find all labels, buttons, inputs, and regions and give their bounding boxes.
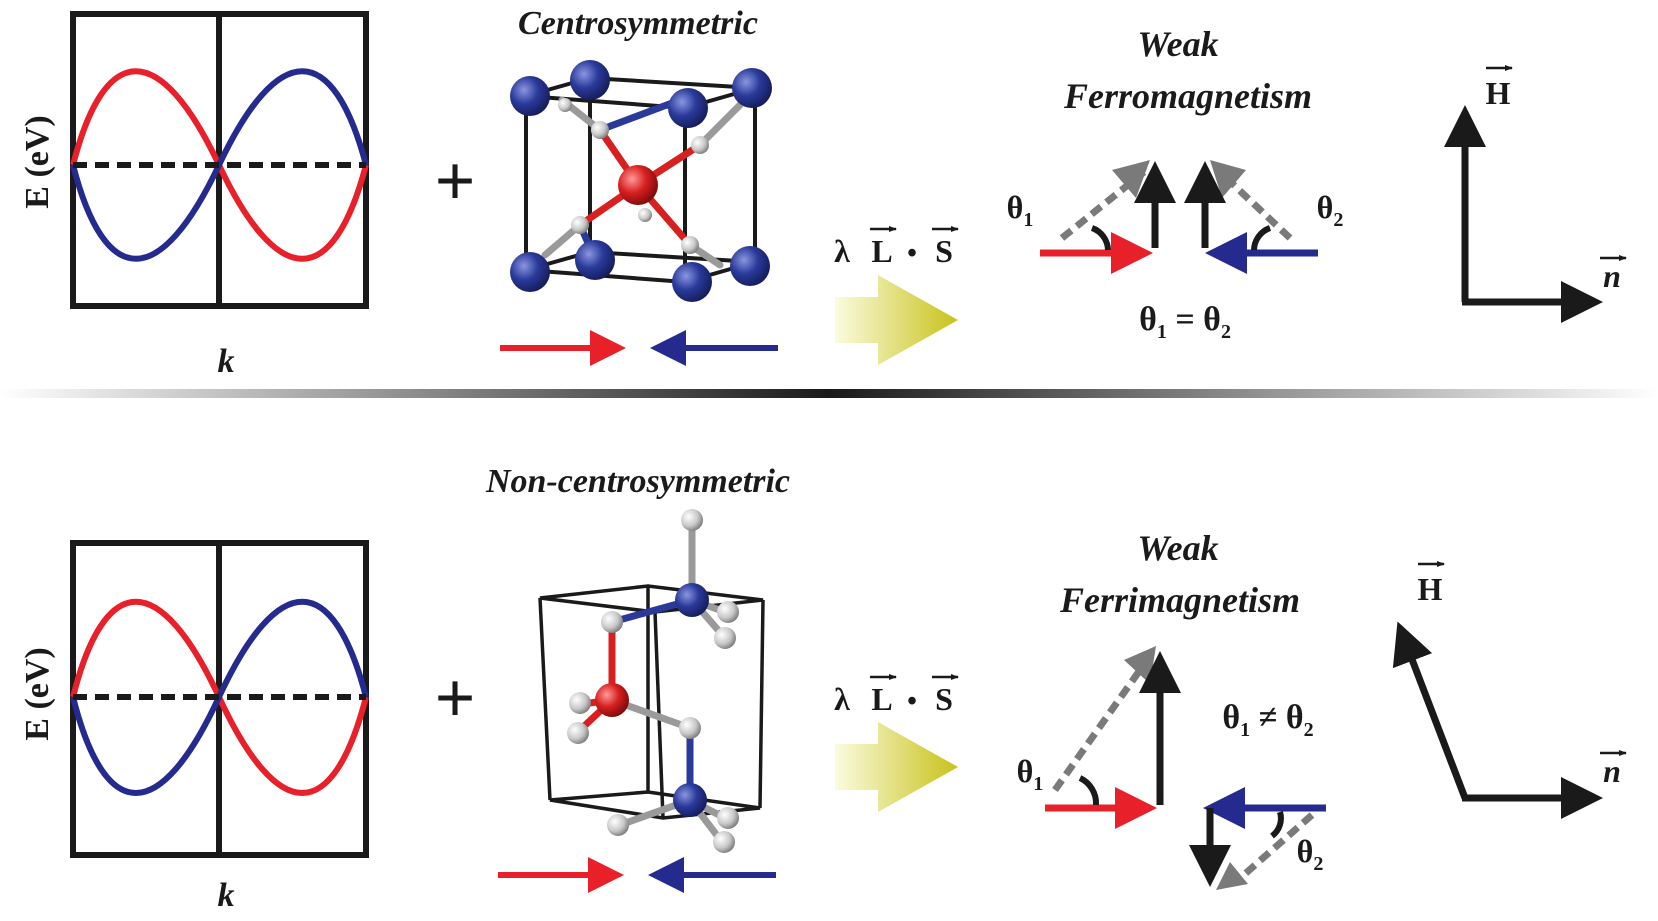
bottom-canted-spin-gray-left: [1052, 667, 1143, 793]
bottom-soc-lambda: λ: [834, 681, 850, 717]
atom-white: [679, 717, 701, 739]
atom-blue: [732, 68, 772, 108]
top-band-xlabel: k: [218, 343, 235, 380]
bottom-theta2-label: θ2: [1297, 833, 1324, 875]
atom-white: [714, 627, 736, 649]
atom-white: [558, 98, 572, 112]
top-soc-S: S: [935, 233, 953, 269]
atom-white: [717, 601, 739, 623]
top-structure-title: Centrosymmetric: [518, 5, 758, 42]
top-result-title-line1: Weak: [1137, 24, 1218, 64]
top-canted-spin-gray-left-head: [1112, 160, 1150, 198]
atom-white: [591, 121, 609, 139]
bottom-canted-spin-gray-right: [1235, 812, 1315, 883]
bottom-soc-operator: λ L • S: [834, 674, 959, 812]
bottom-band-xlabel: k: [218, 877, 235, 914]
top-result-title-line2: Ferromagnetism: [1063, 76, 1312, 116]
bottom-axis-H: [1392, 621, 1469, 800]
top-crystal-structure: Centrosymmetric: [500, 5, 778, 366]
top-soc-yellow-arrow: [835, 275, 958, 365]
top-field-axes: H n: [1444, 65, 1627, 323]
top-theta1-arc: [1090, 225, 1111, 251]
bottom-canted-spin-gray-left-head: [1124, 646, 1156, 684]
bottom-axis-n-label: n: [1603, 753, 1621, 789]
bottom-plus-sign: +: [434, 658, 475, 738]
top-weak-ferromagnetism: Weak Ferromagnetism θ1 θ2 θ1 = θ2: [1007, 24, 1344, 343]
atom-white: [717, 807, 739, 829]
atom-white: [681, 236, 699, 254]
bottom-theta-relation: θ1 ≠ θ2: [1222, 699, 1313, 741]
bottom-structure-title: Non-centrosymmetric: [485, 463, 790, 500]
bottom-soc-L: L: [871, 681, 892, 717]
atom-white: [607, 814, 629, 836]
top-soc-L: L: [871, 233, 892, 269]
atom-blue: [510, 252, 550, 292]
atom-blue: [675, 583, 709, 617]
atom-white: [713, 831, 735, 853]
panel-separator: [0, 389, 1658, 398]
atom-red: [595, 683, 629, 717]
bottom-field-axes: H n: [1392, 561, 1627, 819]
bottom-unit-cell: [538, 584, 765, 820]
bottom-result-title-line2: Ferrimagnetism: [1059, 580, 1300, 620]
top-theta1-label: θ1: [1007, 189, 1034, 231]
bottom-soc-S: S: [935, 681, 953, 717]
bottom-result-title-line1: Weak: [1137, 528, 1218, 568]
top-band-blue-curve: [70, 68, 369, 262]
atom-blue: [575, 240, 615, 280]
bottom-band-ylabel: E (eV): [19, 647, 56, 740]
atom-blue: [730, 246, 770, 286]
atom-blue: [672, 262, 712, 302]
top-band-ylabel: E (eV): [19, 115, 56, 208]
bottom-band-blue-curve: [70, 599, 369, 796]
top-theta-relation: θ1 = θ2: [1139, 301, 1231, 343]
atom-white: [571, 216, 589, 234]
bottom-canted-spin-gray-right-head: [1216, 862, 1248, 890]
atom-red: [618, 165, 658, 205]
top-soc-dot: •: [907, 238, 917, 269]
atom-blue: [668, 88, 708, 128]
top-plus-sign: +: [434, 141, 475, 221]
atom-blue: [673, 783, 707, 817]
atom-white: [681, 509, 703, 531]
bottom-axis-H-label: H: [1418, 571, 1443, 607]
bottom-theta1-arc: [1078, 775, 1100, 806]
bottom-theta2-arc: [1270, 811, 1284, 839]
atom-white: [601, 611, 623, 633]
bottom-weak-ferrimagnetism: Weak Ferrimagnetism θ1 θ2 θ1 ≠ θ2: [1017, 528, 1326, 890]
atom-white: [567, 722, 589, 744]
bottom-soc-yellow-arrow: [835, 722, 958, 812]
atom-blue: [510, 76, 550, 116]
bottom-soc-dot: •: [907, 686, 917, 717]
bottom-panel: E (eV) k + Non-centrosymmetric: [19, 463, 1627, 914]
bottom-crystal-structure: Non-centrosymmetric: [485, 463, 790, 893]
bottom-theta1-label: θ1: [1017, 753, 1044, 795]
top-axis-H-label: H: [1486, 75, 1511, 111]
atom-blue: [570, 60, 610, 100]
top-soc-operator: λ L • S: [834, 226, 959, 365]
top-band-diagram: E (eV) k: [19, 11, 369, 380]
top-soc-lambda: λ: [834, 233, 850, 269]
top-theta2-label: θ2: [1317, 189, 1344, 231]
atom-white: [569, 692, 591, 714]
top-theta2-arc: [1251, 225, 1272, 251]
bottom-band-diagram: E (eV) k: [19, 540, 369, 914]
atom-white: [638, 208, 652, 222]
top-axis-n-label: n: [1603, 258, 1621, 294]
top-panel: E (eV) k + Centrosymmetric: [19, 5, 1627, 380]
atom-white: [691, 136, 709, 154]
